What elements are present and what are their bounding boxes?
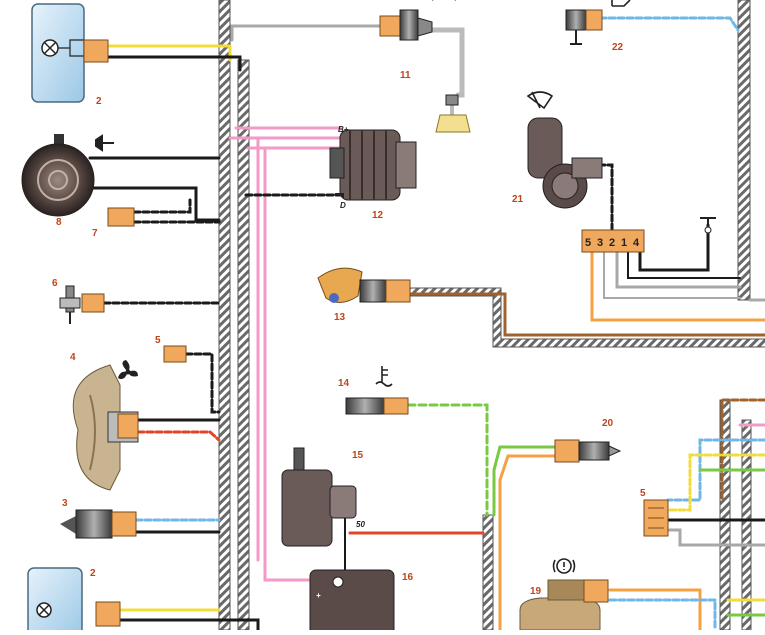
sensor-22: 22 [565,0,631,53]
connector-7: 7 [92,207,135,239]
label-4: 4 [70,352,76,363]
label-15: 15 [352,450,364,461]
label-2-top: 2 [96,96,102,107]
terminal-b-plus: B+ [338,125,349,134]
fan-motor: 4 [70,352,139,491]
wiper-motor: 21 [512,91,603,209]
battery-plus: + [316,591,321,600]
horn: 8 [21,134,114,228]
coolant-temperature-icon [375,366,393,387]
label-3: 3 [62,498,68,509]
brake-warning-icon [552,558,576,574]
label-13: 13 [334,312,346,323]
washer-reservoir: 19 [519,558,609,631]
label-5-right: 5 [640,488,646,499]
label-12: 12 [372,210,384,221]
label-5-left: 5 [155,335,161,346]
wiper-icon [526,91,554,110]
wiper-pin-2: 2 [609,237,615,249]
terminal-50: 50 [356,520,365,529]
headlight-left-bottom: 2 [27,567,121,635]
wiper-pin-3: 3 [597,237,603,249]
sensor-6: 6 [52,278,105,324]
label-8: 8 [56,217,62,228]
lamp-13: 13 [317,267,411,323]
wiper-connector: 5 3 2 1 4 [581,217,716,253]
label-14: 14 [338,378,350,389]
wiper-pin-1: 1 [621,237,627,249]
connector-5-left: 5 [155,335,187,363]
label-22: 22 [612,42,624,53]
label-7: 7 [92,228,98,239]
starter: 50 15 [281,447,365,547]
battery: + 16 [309,569,414,635]
harness-trunks [218,0,765,631]
label-19: 19 [530,586,542,597]
wiper-pin-5: 5 [585,237,591,249]
label-21: 21 [512,194,524,205]
label-6: 6 [52,278,58,289]
wiper-pin-4: 4 [633,237,640,249]
connector-5-right: 5 [640,488,669,537]
sensor-11: 11 [379,0,471,133]
label-11: 11 [400,70,411,81]
fan-icon [118,360,138,380]
headlight-left-top: 2 [31,3,109,107]
horn-icon [95,134,114,152]
label-20: 20 [602,418,614,429]
terminal-d: D [340,201,346,210]
generator: B+ D 12 [329,125,417,221]
temp-sender: 14 [338,366,409,415]
temp-sensor-20: 20 [554,418,622,463]
oil-can-icon [611,0,631,7]
wires [80,16,765,632]
label-16: 16 [402,572,414,583]
label-2-bottom: 2 [90,568,96,579]
socket-3: 3 [60,498,137,539]
